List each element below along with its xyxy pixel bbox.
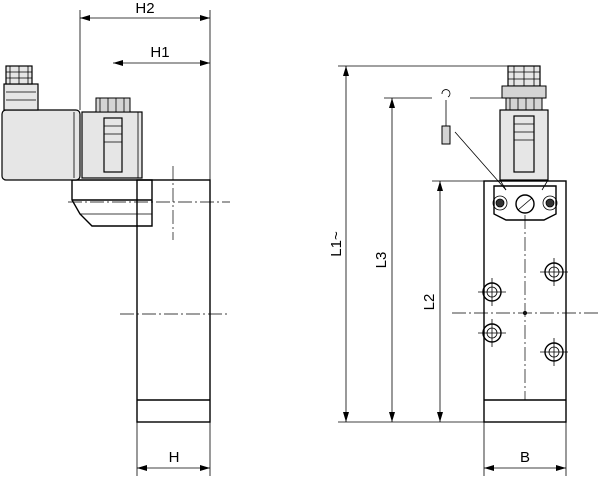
- hole-lower-right: [540, 338, 568, 366]
- front-mounting-holes: [478, 258, 568, 366]
- dim-h1: H1: [113, 44, 210, 66]
- hole-upper-right: [540, 258, 568, 286]
- side-connector-block: [71, 179, 153, 227]
- front-view: L1~ L3 L2 B: [328, 65, 598, 476]
- dim-l1: L1~: [328, 65, 520, 423]
- dim-h2-label: H2: [135, 0, 154, 17]
- dim-h: H: [136, 422, 211, 476]
- hole-lower-left: [478, 319, 506, 347]
- side-body: [136, 179, 211, 423]
- side-solenoid-coil: [1, 65, 81, 181]
- dim-b-label: B: [520, 449, 530, 466]
- dim-l3-label: L3: [373, 252, 390, 269]
- dim-l2-label: L2: [421, 294, 438, 311]
- side-view: H2 H1 H: [1, 0, 230, 476]
- dim-l2: L2: [421, 180, 484, 422]
- hole-upper-left: [478, 278, 506, 306]
- front-fitting: [492, 179, 558, 221]
- dim-l1-label: L1~: [328, 231, 345, 257]
- dim-h2: H2: [79, 0, 211, 180]
- dim-l3: L3: [373, 97, 502, 422]
- side-actuator: [81, 97, 143, 179]
- dim-h-label: H: [169, 449, 180, 466]
- dim-h1-label: H1: [150, 44, 169, 61]
- detail-pin-symbol: [441, 89, 507, 191]
- dim-b: B: [483, 422, 567, 476]
- front-actuator: [499, 65, 549, 181]
